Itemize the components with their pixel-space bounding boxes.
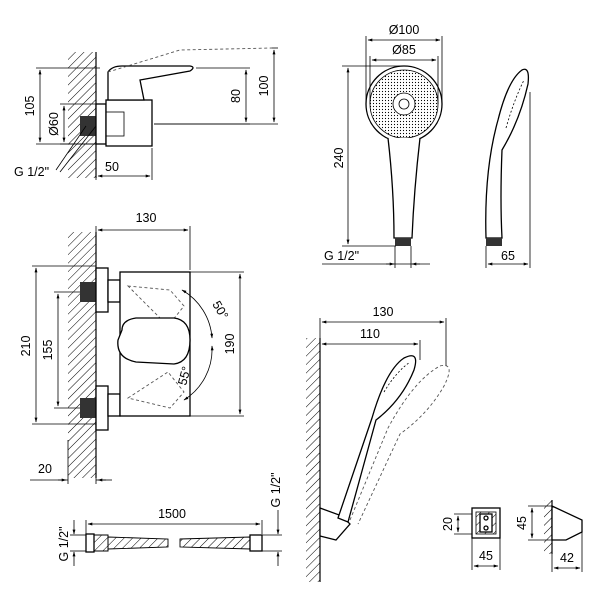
side-thread-label: G 1/2": [14, 165, 49, 179]
hand-shower: Ø100 Ø85 240 G 1/2": [322, 23, 443, 268]
side-escutcheon-diameter: Ø60: [47, 112, 61, 136]
hose-body-left: [107, 536, 169, 550]
front-inlet-spacing: 155: [41, 340, 55, 361]
side-height-overall: 105: [23, 96, 37, 117]
front-height-body: 190: [223, 334, 237, 355]
hose-length: 1500: [158, 507, 186, 521]
hose-thread-right: G 1/2": [269, 472, 283, 507]
shower-handle: [387, 137, 421, 239]
holder-shower-solid: [337, 355, 417, 523]
side-height-body: 100: [257, 76, 271, 97]
bracket-side-depth: 42: [560, 551, 574, 565]
hose-body-right: [179, 536, 251, 550]
front-view-escutcheon-bottom: [95, 385, 109, 431]
shower-thread-label: G 1/2": [324, 249, 359, 263]
side-view-lever: [107, 65, 194, 101]
shower-side-profile: [485, 68, 530, 239]
front-view-escutcheon-top: [95, 267, 109, 313]
bracket-side-height: 45: [515, 516, 529, 530]
shower-length: 240: [332, 148, 346, 169]
wall-holder-view: 130 110: [306, 305, 450, 582]
bracket-front-view: 20 45: [441, 507, 501, 570]
hose-end-right: [249, 534, 263, 552]
bracket-front-width: 45: [479, 549, 493, 563]
front-height-overall: 210: [19, 336, 33, 357]
holder-shower-reach: 110: [360, 327, 380, 341]
hose-thread-left: G 1/2": [57, 526, 71, 561]
hand-shower-side: 65: [485, 68, 531, 268]
side-view-body: [105, 99, 153, 147]
bracket-side-view: 45 42: [515, 500, 583, 572]
front-width: 130: [136, 211, 157, 225]
hose-view: 1500 G 1/2" G 1/2": [57, 472, 283, 566]
side-view-wall: [68, 52, 96, 178]
front-view-lever: [117, 317, 191, 365]
shower-inner-diameter: Ø85: [392, 43, 416, 57]
front-angle-down: 55°: [175, 365, 193, 387]
side-view-escutcheon: [95, 103, 107, 145]
shower-outer-diameter: Ø100: [389, 23, 420, 37]
side-view: 105 Ø60 80 100 50 G 1/2": [14, 47, 278, 180]
holder-bracket: [319, 507, 351, 541]
front-view-pipe-bottom: [80, 398, 96, 418]
holder-overall-reach: 130: [373, 305, 394, 319]
shower-thread-end: [395, 238, 411, 246]
hose-end-left: [85, 533, 95, 553]
front-view: 130 210 155 190 50° 55° 20: [19, 211, 244, 484]
side-wall-offset: 50: [105, 160, 119, 174]
front-wall-depth: 20: [38, 462, 52, 476]
front-view-wall: [68, 232, 96, 478]
shower-depth: 65: [501, 249, 515, 263]
holder-wall: [306, 338, 320, 582]
front-view-pipe-top: [80, 282, 96, 302]
bracket-front-height: 20: [441, 517, 455, 531]
side-height-spout: 80: [229, 89, 243, 103]
front-angle-up: 50°: [209, 299, 231, 322]
side-view-pipe: [80, 116, 96, 136]
bracket-side-body: [551, 504, 583, 541]
bracket-side-wall: [544, 500, 552, 554]
